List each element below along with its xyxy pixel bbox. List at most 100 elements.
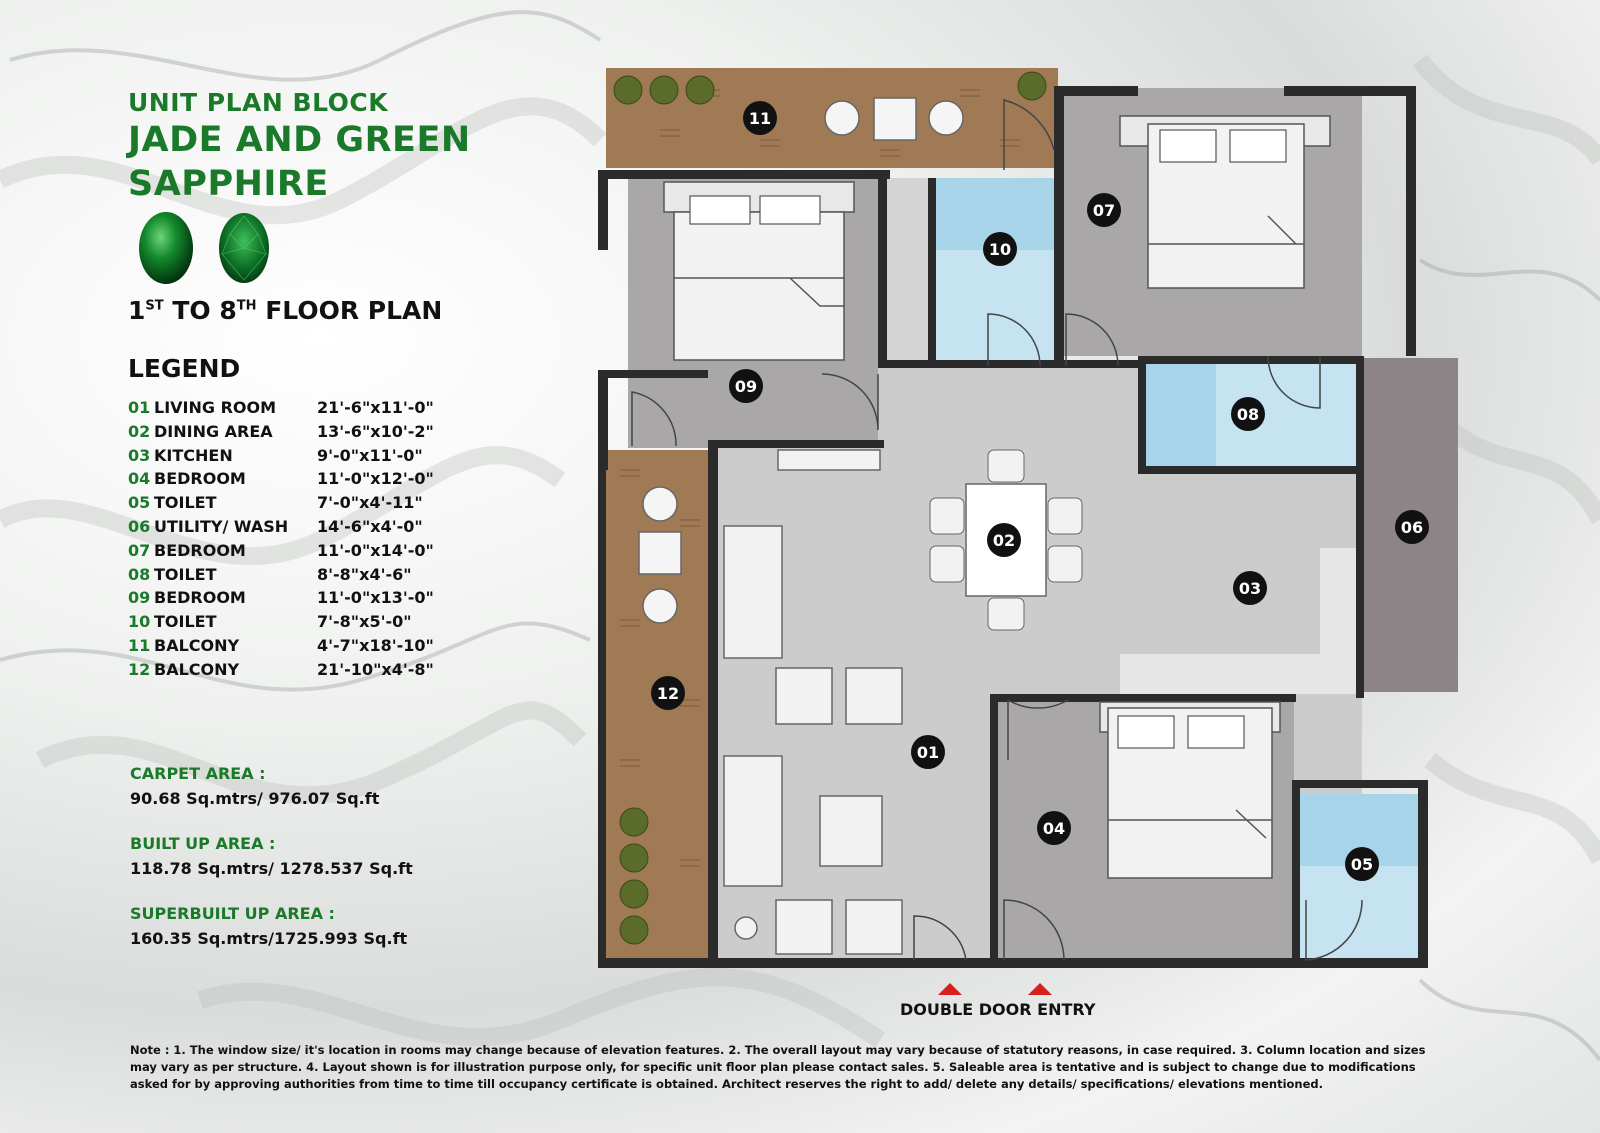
legend-item-name: BEDROOM [154, 588, 246, 608]
walls [598, 86, 1428, 968]
room-marker-circle [1037, 811, 1071, 845]
legend-item-number: 07 [128, 540, 151, 560]
room-marker-label: 12 [657, 684, 679, 703]
room-marker-circle [651, 676, 685, 710]
room-marker-08: 08 [1231, 397, 1265, 431]
legend-item-size: 13'-6"x10'-2" [317, 421, 434, 441]
carpet-area-label: CARPET AREA : [130, 764, 266, 783]
legend-item-number: 08 [128, 564, 151, 584]
legend-item-number: 06 [128, 516, 151, 536]
legend-item-number: 01 [128, 398, 151, 417]
built-up-area: BUILT UP AREA : 118.78 Sq.mtrs/ 1278.537… [130, 834, 413, 878]
legend-item-name: TOILET [154, 493, 217, 513]
superbuilt-up-area-value: 160.35 Sq.mtrs/1725.993 Sq.ft [130, 929, 408, 948]
room-marker-label: 05 [1351, 855, 1373, 874]
disclaimer-note: Note : 1. The window size/ it's location… [130, 1043, 1426, 1091]
room-marker-11: 11 [743, 101, 777, 135]
room-marker-01: 01 [911, 735, 945, 769]
legend-item-size: 7'-0"x4'-11" [317, 493, 423, 513]
bed-room-09 [663, 181, 855, 361]
legend-item-name: KITCHEN [154, 445, 233, 465]
legend-item-size: 8'-8"x4'-6" [317, 564, 412, 584]
legend-item-size: 21'-10"x4'-8" [317, 659, 434, 679]
room-marker-label: 08 [1237, 405, 1259, 424]
room-marker-06: 06 [1395, 510, 1429, 544]
carpet-area: CARPET AREA : 90.68 Sq.mtrs/ 976.07 Sq.f… [130, 764, 379, 808]
floor-plan-range-title: 1ST TO 8TH FLOOR PLAN [128, 296, 443, 325]
room-marker-label: 07 [1093, 201, 1115, 220]
room-marker-circle [911, 735, 945, 769]
legend-item-name: BALCONY [154, 659, 240, 679]
passage-floor [880, 178, 928, 368]
legend-item-name: BEDROOM [154, 540, 246, 560]
legend-item-name: BALCONY [154, 635, 240, 655]
legend-item-size: 7'-8"x5'-0" [317, 612, 412, 632]
legend-item-name: DINING AREA [154, 421, 273, 441]
room-marker-12: 12 [651, 676, 685, 710]
superbuilt-up-area-label: SUPERBUILT UP AREA : [130, 904, 335, 923]
legend-item-name: TOILET [154, 564, 217, 584]
room-marker-label: 01 [917, 743, 939, 762]
room-marker-04: 04 [1037, 811, 1071, 845]
room-marker-circle [729, 369, 763, 403]
entry-arrows [938, 983, 1052, 995]
carpet-area-value: 90.68 Sq.mtrs/ 976.07 Sq.ft [130, 789, 380, 808]
legend-item-size: 11'-0"x12'-0" [317, 469, 434, 489]
legend-item-size: 4'-7"x18'-10" [317, 635, 434, 655]
room-marker-circle [987, 523, 1021, 557]
superbuilt-up-area: SUPERBUILT UP AREA : 160.35 Sq.mtrs/1725… [130, 904, 407, 948]
room-marker-07: 07 [1087, 193, 1121, 227]
balcony-furniture [638, 97, 964, 624]
room-marker-10: 10 [983, 232, 1017, 266]
built-up-area-label: BUILT UP AREA : [130, 834, 276, 853]
legend-item-name: BEDROOM [154, 469, 246, 489]
block-name-title: JADE AND GREEN SAPPHIRE [128, 120, 471, 204]
gem-stones-icon [139, 212, 269, 284]
room-marker-02: 02 [987, 523, 1021, 557]
legend-item-number: 09 [128, 588, 151, 608]
legend-item-name: UTILITY/ WASH [154, 516, 289, 536]
kitchen-counter [1120, 654, 1358, 694]
unit-plan-block-title: UNIT PLAN BLOCK [128, 88, 389, 117]
room-marker-circle [983, 232, 1017, 266]
dining-table [929, 449, 1083, 631]
legend-item-name: TOILET [154, 612, 217, 632]
planters [613, 71, 1047, 945]
room-marker-circle [743, 101, 777, 135]
legend-item-number: 11 [128, 635, 151, 655]
legend-item-size: 21'-6"x11'-0" [317, 398, 434, 417]
room-marker-circle [1345, 847, 1379, 881]
double-door-entry-label: DOUBLE DOOR ENTRY [900, 1000, 1096, 1019]
legend-item-size: 14'-6"x4'-0" [317, 516, 423, 536]
room-marker-05: 05 [1345, 847, 1379, 881]
legend-item-number: 02 [128, 421, 151, 441]
room-marker-label: 10 [989, 240, 1011, 259]
legend-title: LEGEND [128, 354, 241, 383]
legend-item-number: 05 [128, 493, 151, 513]
room-marker-label: 02 [993, 531, 1015, 550]
room-marker-circle [1231, 397, 1265, 431]
built-up-area-value: 118.78 Sq.mtrs/ 1278.537 Sq.ft [130, 859, 413, 878]
room-marker-circle [1087, 193, 1121, 227]
room-marker-label: 04 [1043, 819, 1065, 838]
bed-room-04 [1099, 701, 1281, 879]
legend-item-number: 10 [128, 612, 151, 632]
room-marker-03: 03 [1233, 571, 1267, 605]
room-marker-label: 11 [749, 109, 771, 128]
door-swings [631, 99, 1363, 961]
room-marker-09: 09 [729, 369, 763, 403]
living-room-furniture [723, 449, 903, 955]
